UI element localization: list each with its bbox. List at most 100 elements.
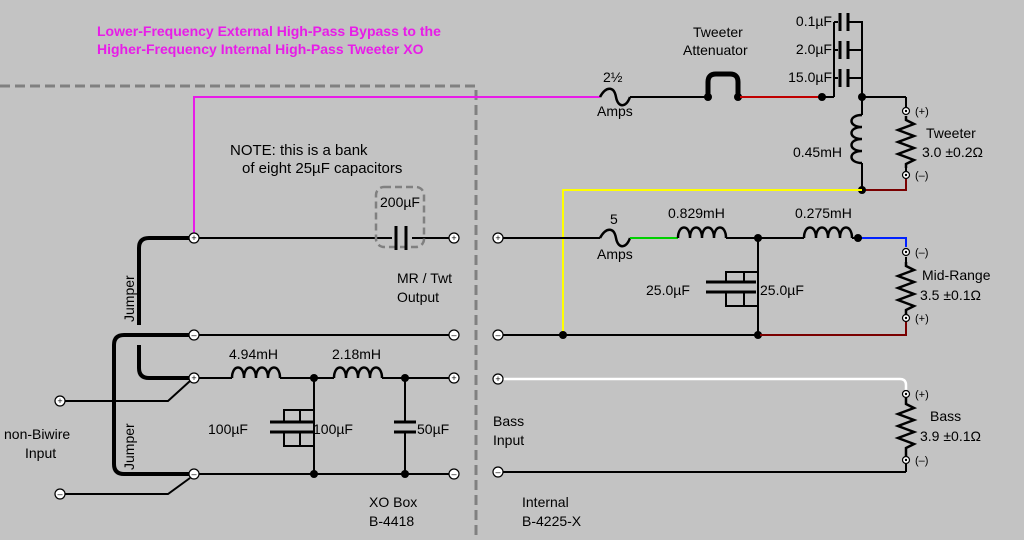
- internal-terminal-mid-minus: –: [492, 329, 504, 341]
- svg-text:–: –: [191, 330, 196, 340]
- svg-text:–: –: [191, 469, 196, 479]
- jumper-label-lower: Jumper: [121, 423, 137, 470]
- input-label-1: non-Biwire: [4, 426, 70, 442]
- midrange-fuse-rating: 5: [610, 211, 618, 227]
- xo-box-outline: [0, 84, 478, 540]
- svg-text:+: +: [57, 396, 62, 406]
- internal-label-1: Internal: [522, 494, 569, 510]
- midrange-inductor-0.275mH: [802, 226, 854, 239]
- svg-text:–: –: [495, 467, 500, 477]
- tweeter-cap-label-1: 2.0µF: [796, 41, 832, 57]
- xo-terminal-bank-in: +: [188, 232, 200, 244]
- title-line-2: Higher-Frequency Internal High-Pass Twee…: [97, 41, 424, 57]
- midrange-cap-25uF-b: [730, 280, 756, 294]
- tweeter-cap-label-0: 0.1µF: [796, 13, 832, 29]
- midrange-minus-label: (–): [915, 247, 928, 259]
- tweeter-fuse-unit: Amps: [597, 103, 633, 119]
- xo-box-label-2: B-4418: [369, 513, 414, 529]
- tweeter-minus-label: (–): [915, 170, 928, 182]
- xo-box-label-1: XO Box: [369, 494, 417, 510]
- jumper-upper-lower: [137, 345, 194, 380]
- svg-text:–: –: [451, 330, 456, 340]
- bypass-wire: [193, 96, 600, 238]
- internal-terminal-bass-plus: +: [492, 373, 504, 385]
- jumper-upper: [137, 236, 194, 325]
- midrange-terminal-plus: [901, 313, 911, 323]
- xo-terminal-neg-in: –: [188, 329, 200, 341]
- tweeter-terminal-minus: [901, 170, 911, 180]
- tweeter-fuse-rating: 2½: [603, 69, 623, 85]
- bass-minus-label: (–): [915, 455, 928, 467]
- output-label-1: MR / Twt: [397, 270, 452, 286]
- svg-text:+: +: [495, 374, 500, 384]
- xo-cap-b-label: 100µF: [313, 421, 353, 437]
- input-terminal-minus: –: [54, 488, 66, 500]
- internal-label-2: B-4225-X: [522, 513, 582, 529]
- tweeter-attenuator: [705, 71, 741, 97]
- xo-terminal-lf-in: +: [188, 372, 200, 384]
- svg-text:–: –: [57, 489, 62, 499]
- internal-terminal-mid-plus: +: [492, 232, 504, 244]
- tweeter-cap-label-2: 15.0µF: [788, 69, 832, 85]
- svg-text:–: –: [451, 469, 456, 479]
- xo-terminal-lfneg-in: –: [188, 468, 200, 480]
- svg-text:+: +: [191, 373, 196, 383]
- bank-capacitor: [394, 226, 408, 250]
- attenuator-label-2: Attenuator: [683, 42, 748, 58]
- bass-name: Bass: [930, 408, 961, 424]
- midrange-terminal-minus: [901, 247, 911, 257]
- bass-terminal-minus: [901, 455, 911, 465]
- xo-cap-c-label: 50µF: [417, 421, 449, 437]
- svg-text:+: +: [451, 373, 456, 383]
- midrange-fuse-unit: Amps: [597, 246, 633, 262]
- attenuator-label-1: Tweeter: [693, 24, 743, 40]
- xo-inductor-2.18mH: [332, 366, 384, 379]
- xo-cap-100uF-b: [287, 420, 313, 434]
- xo-cap-50uF: [394, 420, 416, 434]
- midrange-inductor-2-label: 0.275mH: [795, 205, 852, 221]
- output-label-2: Output: [397, 289, 439, 305]
- tweeter-cap-2.0uF: [838, 41, 858, 59]
- xo-terminal-lfneg-out: –: [448, 468, 460, 480]
- tweeter-name: Tweeter: [926, 125, 976, 141]
- tweeter-inductor-label: 0.45mH: [793, 144, 842, 160]
- midrange-fuse: [598, 228, 632, 248]
- title-line-1: Lower-Frequency External High-Pass Bypas…: [97, 23, 441, 39]
- midrange-name: Mid-Range: [922, 267, 991, 283]
- tweeter-impedance: 3.0 ±0.2Ω: [922, 144, 983, 160]
- midrange-inductor-1-label: 0.829mH: [668, 205, 725, 221]
- midrange-inductor-0.829mH: [676, 226, 728, 239]
- xo-terminal-neg-out: –: [448, 329, 460, 341]
- internal-terminal-bass-minus: –: [492, 466, 504, 478]
- xo-inductor-1-label: 4.94mH: [229, 346, 278, 362]
- tweeter-plus-label: (+): [915, 106, 929, 118]
- bank-cap-label: 200µF: [380, 194, 420, 210]
- svg-text:+: +: [495, 233, 500, 243]
- note-line-2: of eight 25µF capacitors: [242, 160, 402, 177]
- tweeter-terminal-plus: [901, 106, 911, 116]
- note-line-1: NOTE: this is a bank: [230, 142, 368, 159]
- svg-text:+: +: [191, 233, 196, 243]
- midrange-plus-label: (+): [915, 313, 929, 325]
- input-terminal-plus: +: [54, 395, 66, 407]
- tweeter-cap-15.0uF: [838, 69, 858, 87]
- xo-inductor-2-label: 2.18mH: [332, 346, 381, 362]
- midrange-impedance: 3.5 ±0.1Ω: [920, 287, 981, 303]
- midrange-cap-a-label: 25.0µF: [646, 282, 690, 298]
- bass-terminal-plus: [901, 389, 911, 399]
- jumper-label-upper: Jumper: [121, 275, 137, 322]
- input-label-2: Input: [25, 445, 56, 461]
- bass-input-label-1: Bass: [493, 413, 524, 429]
- bass-input-label-2: Input: [493, 432, 524, 448]
- xo-cap-a-label: 100µF: [208, 421, 248, 437]
- svg-text:+: +: [451, 233, 456, 243]
- tweeter-driver: [894, 116, 918, 168]
- tweeter-inductor: [850, 113, 863, 165]
- midrange-cap-b-label: 25.0µF: [760, 282, 804, 298]
- svg-text:–: –: [495, 330, 500, 340]
- midrange-driver: [894, 262, 918, 314]
- jumper-lower: [112, 333, 194, 476]
- bass-impedance: 3.9 ±0.1Ω: [920, 428, 981, 444]
- bass-plus-label: (+): [915, 389, 929, 401]
